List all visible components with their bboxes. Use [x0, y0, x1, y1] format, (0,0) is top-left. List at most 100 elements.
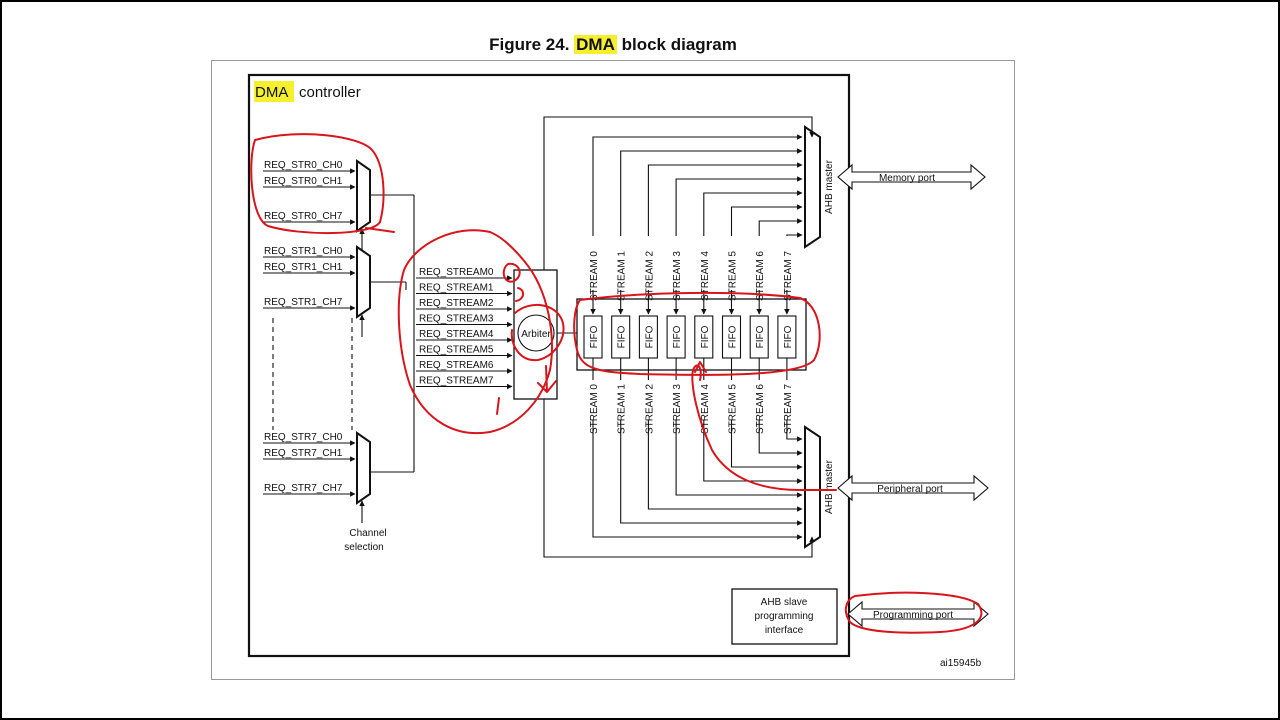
request-label: REQ_STR7_CH7 — [264, 483, 343, 494]
title-prefix: Figure 24. — [489, 35, 570, 54]
stream-to-memory-master — [758, 218, 803, 236]
arbiter-label: Arbiter — [521, 329, 551, 340]
stream-top-label: STREAM 7 — [783, 251, 794, 301]
stream-to-peripheral-master — [647, 420, 803, 512]
channel-selection-label: selection — [344, 542, 383, 553]
annotation-stream1-mark — [515, 287, 524, 302]
fifo-label: FIFO — [700, 325, 711, 348]
ahb-slave-box — [731, 588, 838, 645]
stream-top-label: STREAM 3 — [672, 251, 683, 301]
stream-bottom-label: STREAM 1 — [617, 384, 628, 434]
ahb-slave-label: AHB slave — [761, 597, 808, 608]
annotation-arrow-down — [537, 365, 557, 393]
stream-request-label: REQ_STREAM3 — [419, 314, 494, 325]
peripheral-port-label: Peripheral port — [877, 484, 943, 495]
annotation-fifo-ring — [573, 291, 821, 376]
annotation-stream0-mark — [502, 262, 521, 283]
controller-highlight-bg — [254, 81, 294, 102]
stream-to-memory-master — [592, 134, 803, 236]
diagram-content: DMA controllerREQ_STR0_CH0REQ_STR0_CH1REQ… — [247, 73, 989, 669]
fifo-label: FIFO — [755, 325, 766, 348]
annotation-tick — [496, 397, 500, 415]
stream-to-peripheral-master — [758, 420, 803, 456]
stream-request-label: REQ_STREAM7 — [419, 376, 494, 387]
programming-port-arrow — [847, 600, 989, 628]
annotation-circle-str0 — [250, 133, 385, 235]
title-suffix: block diagram — [621, 35, 737, 54]
dma-controller-box — [247, 73, 851, 658]
stream-bottom-label: STREAM 0 — [589, 384, 600, 434]
programming-port-label: Programming port — [873, 610, 953, 621]
ahb-slave-label: interface — [765, 625, 804, 636]
stream-top-label: STREAM 0 — [589, 251, 600, 301]
stream-top-label: STREAM 2 — [644, 251, 655, 301]
stream-bottom-label: STREAM 5 — [728, 384, 739, 434]
fifo-label: FIFO — [672, 325, 683, 348]
arbiter-circle — [517, 314, 555, 352]
stream-request-label: REQ_STREAM5 — [419, 345, 494, 356]
request-label: REQ_STR1_CH7 — [264, 297, 343, 308]
request-label: REQ_STR0_CH7 — [264, 211, 343, 222]
stream-to-peripheral-master — [730, 420, 803, 470]
stream-bottom-label: STREAM 3 — [672, 384, 683, 434]
channel-mux — [356, 159, 371, 233]
stream-request-label: REQ_STREAM1 — [419, 283, 494, 294]
stream-to-peripheral-master — [620, 420, 803, 526]
request-label: REQ_STR0_CH0 — [264, 160, 343, 171]
arbiter-to-memory-select — [543, 116, 815, 270]
fifo-label: FIFO — [589, 325, 600, 348]
figure-code: ai15945b — [940, 658, 982, 669]
stream-bottom-label: STREAM 2 — [644, 384, 655, 434]
red-annotations — [250, 133, 983, 634]
controller-highlight: DMA — [255, 84, 288, 101]
page-title: Figure 24. DMA block diagram — [2, 35, 1224, 55]
fifo-label: FIFO — [644, 325, 655, 348]
stream-to-memory-master — [703, 190, 803, 236]
annotation-circle-stream-requests — [397, 229, 553, 435]
stream-bottom-label: STREAM 4 — [700, 384, 711, 434]
request-label: REQ_STR7_CH0 — [264, 432, 343, 443]
annotation-arbiter-circle — [510, 304, 565, 362]
stream-bottom-label: STREAM 6 — [755, 384, 766, 434]
fifo-label: FIFO — [728, 325, 739, 348]
figure-frame — [211, 60, 1015, 680]
ahb-master-memory-label: AHB master — [824, 159, 835, 214]
fifo-label: FIFO — [783, 325, 794, 348]
channel-selection-label: Channel — [349, 528, 386, 539]
stream-top-label: STREAM 1 — [617, 251, 628, 301]
arbiter-to-peripheral-select — [543, 399, 815, 558]
stream-to-memory-master — [647, 162, 803, 236]
ahb-master-memory — [804, 125, 821, 249]
title-highlight: DMA — [574, 35, 617, 54]
channel-mux — [356, 245, 371, 319]
annotation-programming-port — [844, 591, 983, 634]
stream-to-memory-master — [675, 176, 803, 236]
controller-label: controller — [299, 84, 361, 101]
memory-port-label: Memory port — [879, 173, 935, 184]
stream-to-peripheral-master — [703, 420, 803, 484]
peripheral-port-arrow — [837, 474, 989, 502]
stream-to-peripheral-master — [786, 420, 803, 442]
memory-port-arrow — [837, 163, 986, 191]
stream-to-peripheral-master — [675, 420, 803, 498]
stream-request-label: REQ_STREAM0 — [419, 267, 494, 278]
request-label: REQ_STR1_CH0 — [264, 246, 343, 257]
ahb-master-peripheral-label: AHB master — [824, 459, 835, 514]
annotation-tail — [365, 227, 395, 233]
request-label: REQ_STR1_CH1 — [264, 262, 343, 273]
stream-to-memory-master — [786, 232, 803, 238]
stream-to-memory-master — [730, 204, 803, 236]
request-label: REQ_STR7_CH1 — [264, 448, 343, 459]
ahb-slave-label: programming — [755, 611, 814, 622]
fifo-label: FIFO — [617, 325, 628, 348]
stream-to-peripheral-master — [592, 420, 803, 540]
stream-top-label: STREAM 6 — [755, 251, 766, 301]
annotation-fifo-arrowhead — [694, 361, 707, 373]
channel-mux — [356, 431, 371, 505]
stream-request-label: REQ_STREAM4 — [419, 329, 494, 340]
stream-bottom-label: STREAM 7 — [783, 384, 794, 434]
stream-top-label: STREAM 4 — [700, 251, 711, 301]
request-label: REQ_STR0_CH1 — [264, 176, 343, 187]
stream-request-label: REQ_STREAM2 — [419, 298, 494, 309]
